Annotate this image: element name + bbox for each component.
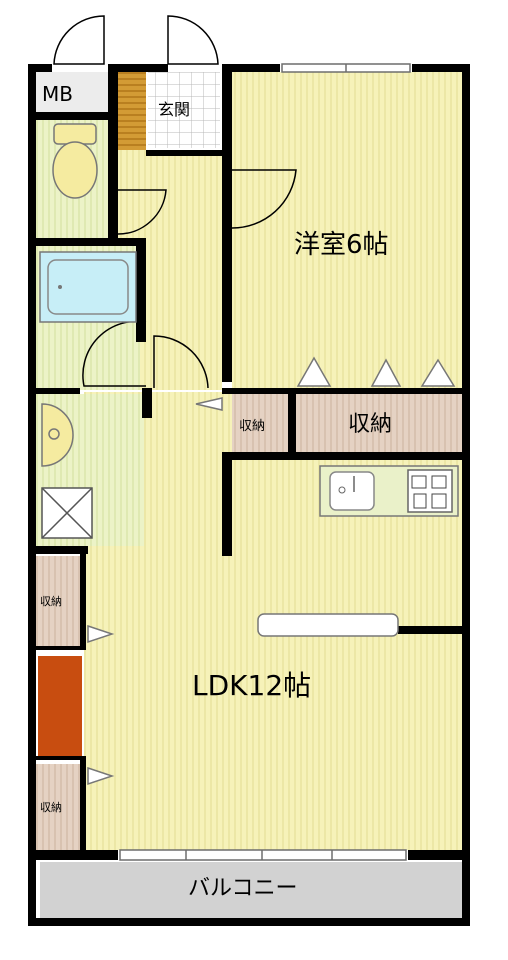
interior-walls: [36, 72, 462, 850]
meter-box-label: MB: [42, 82, 73, 106]
bathtub-fixture: [39, 251, 137, 323]
wash-basin-fixture: [41, 403, 74, 467]
windows: [119, 63, 411, 861]
storage-large-area: [294, 394, 462, 452]
kitchen-counter: [319, 465, 459, 517]
storage-large-label: 収納: [348, 412, 393, 437]
balcony-label: バルコニー: [188, 876, 298, 901]
storage-left-lower-area: [36, 764, 80, 850]
western-room-label: 洋室6帖: [294, 230, 389, 260]
storage-small-area: [232, 394, 288, 452]
balcony-area: [40, 862, 462, 918]
entrance-doors: [53, 15, 219, 65]
red-cabinet: [38, 656, 82, 756]
toilet-fixture: [52, 123, 98, 199]
shoe-cabinet: [118, 72, 146, 150]
western-room-floor: [232, 72, 462, 388]
ldk-label: LDK12帖: [192, 669, 312, 702]
storage-small-label: 収納: [239, 419, 266, 434]
entrance-floor: [148, 72, 220, 148]
storage-left-upper-label: 収納: [40, 595, 62, 608]
washing-machine-pan: [41, 487, 93, 539]
entrance-label: 玄関: [158, 100, 191, 119]
closet-door-marks: [87, 356, 456, 786]
storage-left-upper-area: [36, 556, 80, 646]
meter-box-area: [36, 72, 114, 116]
interior-door-swings: [82, 169, 297, 389]
counter-bar: [257, 613, 399, 637]
outer-walls: [28, 64, 470, 926]
storage-left-lower-label: 収納: [40, 801, 62, 814]
